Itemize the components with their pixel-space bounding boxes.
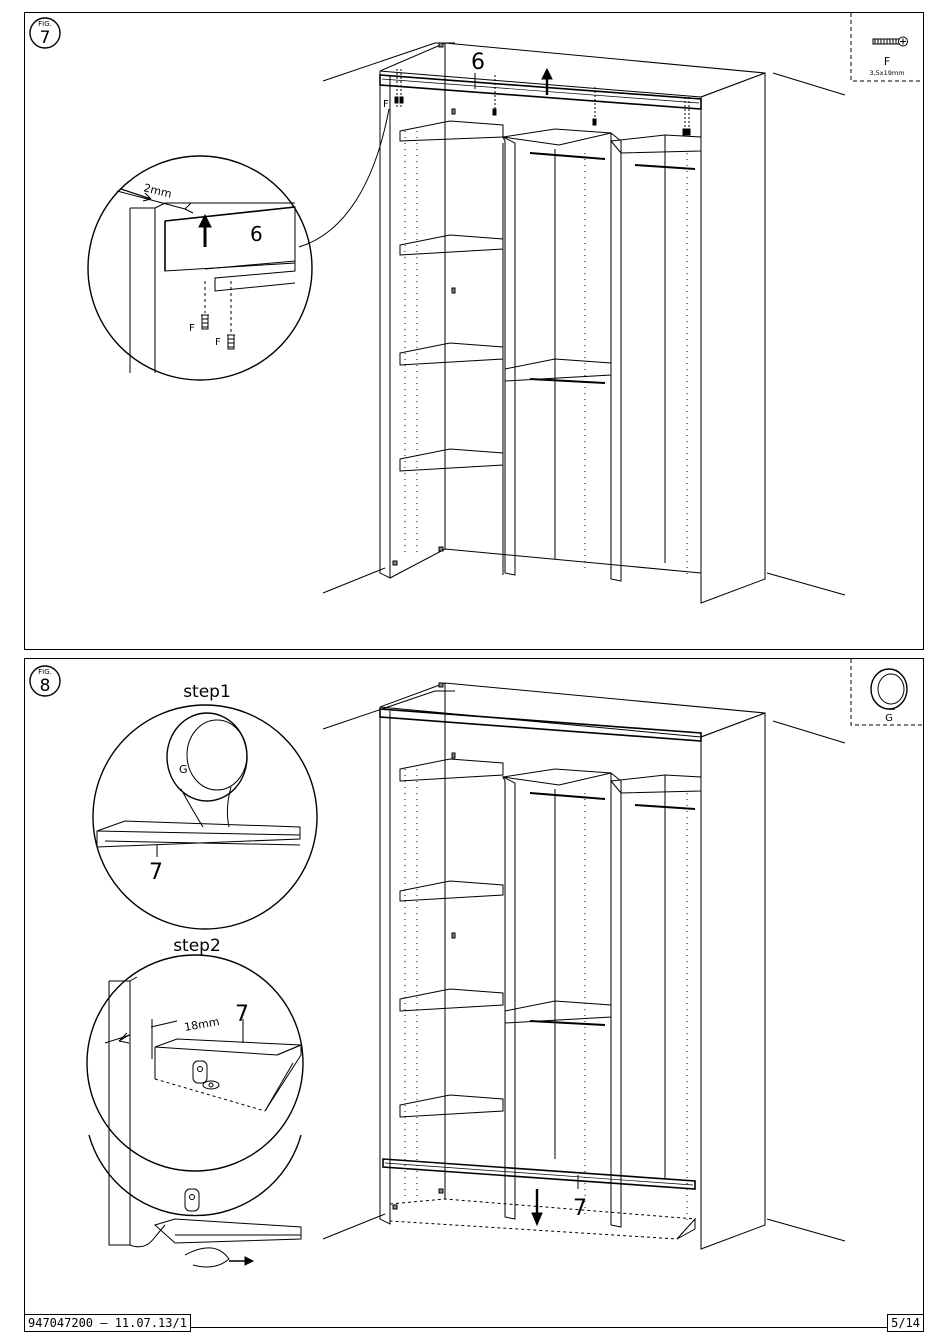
step2-detail-circle-upper: 18mm 7 <box>87 955 303 1171</box>
fig-word: FIG. <box>38 668 52 676</box>
step2-title: step2 <box>173 936 221 956</box>
fig-number: 8 <box>40 676 51 696</box>
figure-7-drawing: FIG. 7 F 3,5x19mm <box>25 13 924 650</box>
figure-8-drawing: FIG. 8 G <box>25 659 924 1328</box>
document-code: 947047200 – 11.07.13/1 <box>24 1314 191 1332</box>
ring-glider-icon <box>871 669 907 709</box>
wardrobe-body <box>380 43 765 603</box>
hardware-label: G <box>885 713 893 724</box>
figure-7-badge: FIG. 7 <box>30 18 60 48</box>
screw-icon <box>873 37 908 46</box>
screw-icon <box>227 335 235 349</box>
hardware-size: 3,5x19mm <box>869 69 904 77</box>
right-arrow-icon <box>229 1257 253 1265</box>
glider-label-step1: G <box>179 763 188 776</box>
hardware-label: F <box>884 55 890 68</box>
screw-icon <box>201 315 209 329</box>
detail-circle-7: 2mm 6 F F <box>88 109 389 380</box>
rail-label-step1: 7 <box>149 860 163 885</box>
part-6-label: 6 <box>471 50 485 75</box>
screw-label-detail-1: F <box>189 323 195 334</box>
screw-label-detail-2: F <box>215 337 221 348</box>
figure-7-panel: FIG. 7 F 3,5x19mm <box>24 12 924 650</box>
page-number: 5/14 <box>887 1314 924 1332</box>
hardware-box-G: G <box>851 659 924 725</box>
rail-label-step2: 7 <box>235 1002 249 1027</box>
hardware-box-F: F 3,5x19mm <box>851 13 924 81</box>
step1-detail-circle: G 7 <box>93 705 317 929</box>
wardrobe-body <box>380 683 765 1249</box>
part-7-label: 7 <box>573 1196 587 1221</box>
screw-label-top: F <box>383 99 389 110</box>
fig-number: 7 <box>40 28 51 48</box>
fig-word: FIG. <box>38 20 52 28</box>
detail-part-6-label: 6 <box>250 222 263 246</box>
figure-8-badge: FIG. 8 <box>30 666 60 696</box>
bracket-icon <box>185 1189 199 1211</box>
figure-8-panel: FIG. 8 G <box>24 658 924 1328</box>
step1-title: step1 <box>183 682 231 702</box>
